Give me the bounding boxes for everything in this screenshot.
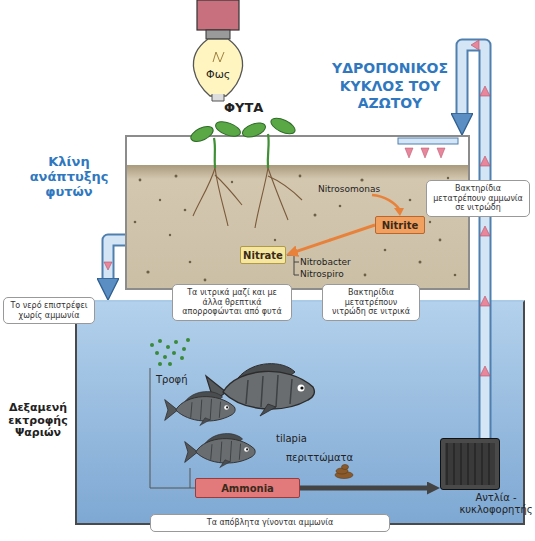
bacteria-name: Nitrosomonas [318,184,380,194]
food-label: Τροφή [156,374,188,385]
soil-speckles [447,177,449,179]
soil-speckles [429,221,431,223]
bacteria-name: Nitrobacter [300,257,351,267]
soil-speckles [231,181,233,183]
soil-speckles [134,221,137,224]
food-pellets [158,362,162,366]
soil-speckles [384,249,387,252]
fish-label: tilapia [276,433,307,444]
light-bulb [212,94,224,101]
soil-speckles [184,209,187,212]
note-text: Βακτηρίδια μετατρέπουν νιτρώδη σε νιτρικ… [327,288,415,317]
light-bulb [193,0,242,101]
nitrate-box: Nitrate [240,246,286,264]
light-bulb [193,39,242,96]
note-text: Το νερό επιστρέφει χωρίς αμμωνία [8,301,90,320]
compound-name: Ammonia [221,483,274,494]
soil-speckles [409,199,412,202]
note-box: Τα απόβλητα γίνονται αμμωνία [150,514,390,532]
compound-name: Nitrate [243,250,283,261]
bed-heading: Κλίνη ανάπτυξης φυτών [15,155,123,200]
note-box: Βακτηρίδια μετατρέπουν νιτρώδη σε νιτρικ… [322,284,420,321]
food-pellets [168,362,172,366]
soil-speckles [175,175,178,178]
food-pellets [150,343,154,347]
light-bulb [197,0,239,30]
soil-speckles [454,274,457,277]
compound-name: Nitrite [382,220,419,231]
pump-label: Αντλία - κυκλοφορητής [457,492,535,515]
note-text: Τα νιτρικά μαζί και με άλλα θρεπτικά απο… [177,288,287,317]
note-box: Βακτηρίδια μετατρέπουν αμμωνία σε νιτρώδ… [426,180,530,217]
pipe-flow-arrows [480,226,490,236]
pipe-flow-arrows [104,262,112,270]
plants [214,138,215,168]
pipe-flow-arrows [480,366,490,376]
soil-speckles [159,199,161,201]
bacteria-name: Nitrospiro [300,269,344,279]
light-bulb [206,30,230,39]
leader-lines [190,468,191,488]
grow-bed: Κλίνη ανάπτυξης φυτώνNitriteNitrate [125,135,470,290]
food-pellets [172,351,176,355]
pump: Αντλία - κυκλοφορητής [440,438,500,490]
soil-speckles [360,178,363,181]
soil-speckles [169,234,171,236]
water-pipe [108,240,125,282]
pipe-flow-arrows [471,40,479,50]
note-text: Τα απόβλητα γίνονται αμμωνία [155,518,385,528]
nitrite-box: Nitrite [375,216,425,234]
food-pellets [180,356,184,360]
plants-label: ΦΥΤΑ [224,100,263,115]
food-pellets [166,345,170,349]
soil-speckles [339,205,342,208]
waste-label: περιττώματα [286,452,353,463]
food-pellets [155,351,159,355]
note-box: Τα νιτρικά μαζί και με άλλα θρεπτικά απο… [172,284,292,321]
ammonia-box: Ammonia [195,478,300,498]
soil-speckles [314,214,317,217]
pipe-flow-arrows [480,296,490,306]
food-pellets [186,338,190,342]
light-bulb [213,52,224,62]
sprinkler [398,138,458,144]
flow-arrow [300,488,430,489]
soil-speckles [419,261,422,264]
diagram-title: ΥΔΡΟΠΟΝΙΚΟΣ ΚΥΚΛΟΣ ΤΟΥ ΑΖΩΤΟΥ [326,60,454,113]
soil-speckles [274,239,276,241]
pipe-flow-arrows [480,156,490,166]
tank-heading: Δεξαμενή εκτροφής Ψαριών [3,402,73,440]
food-pellets [174,340,178,344]
soil-speckles [439,239,442,242]
soil-speckles [299,175,302,178]
flow-arrow [300,486,430,491]
note-box: Το νερό επιστρέφει χωρίς αμμωνία [3,297,95,324]
water-pipe [108,240,125,282]
pipe-flow-arrows [480,86,490,96]
soil-speckles [364,274,367,277]
soil-speckles [139,179,142,182]
soil-speckles [189,261,192,264]
food-pellets [182,347,186,351]
fish-tank: Δεξαμενή εκτροφής ΨαριώνAmmoniaΑντλία - … [75,300,525,525]
light-label: Φως [206,68,230,81]
soil-speckles [146,270,149,273]
note-text: Βακτηρίδια μετατρέπουν αμμωνία σε νιτρώδ… [431,184,525,213]
water-pipe [108,240,125,282]
plants [269,115,298,137]
food-pellets [163,355,167,359]
food-pellets [158,339,162,343]
fish-waste [342,465,349,470]
soil-speckles [204,279,207,282]
